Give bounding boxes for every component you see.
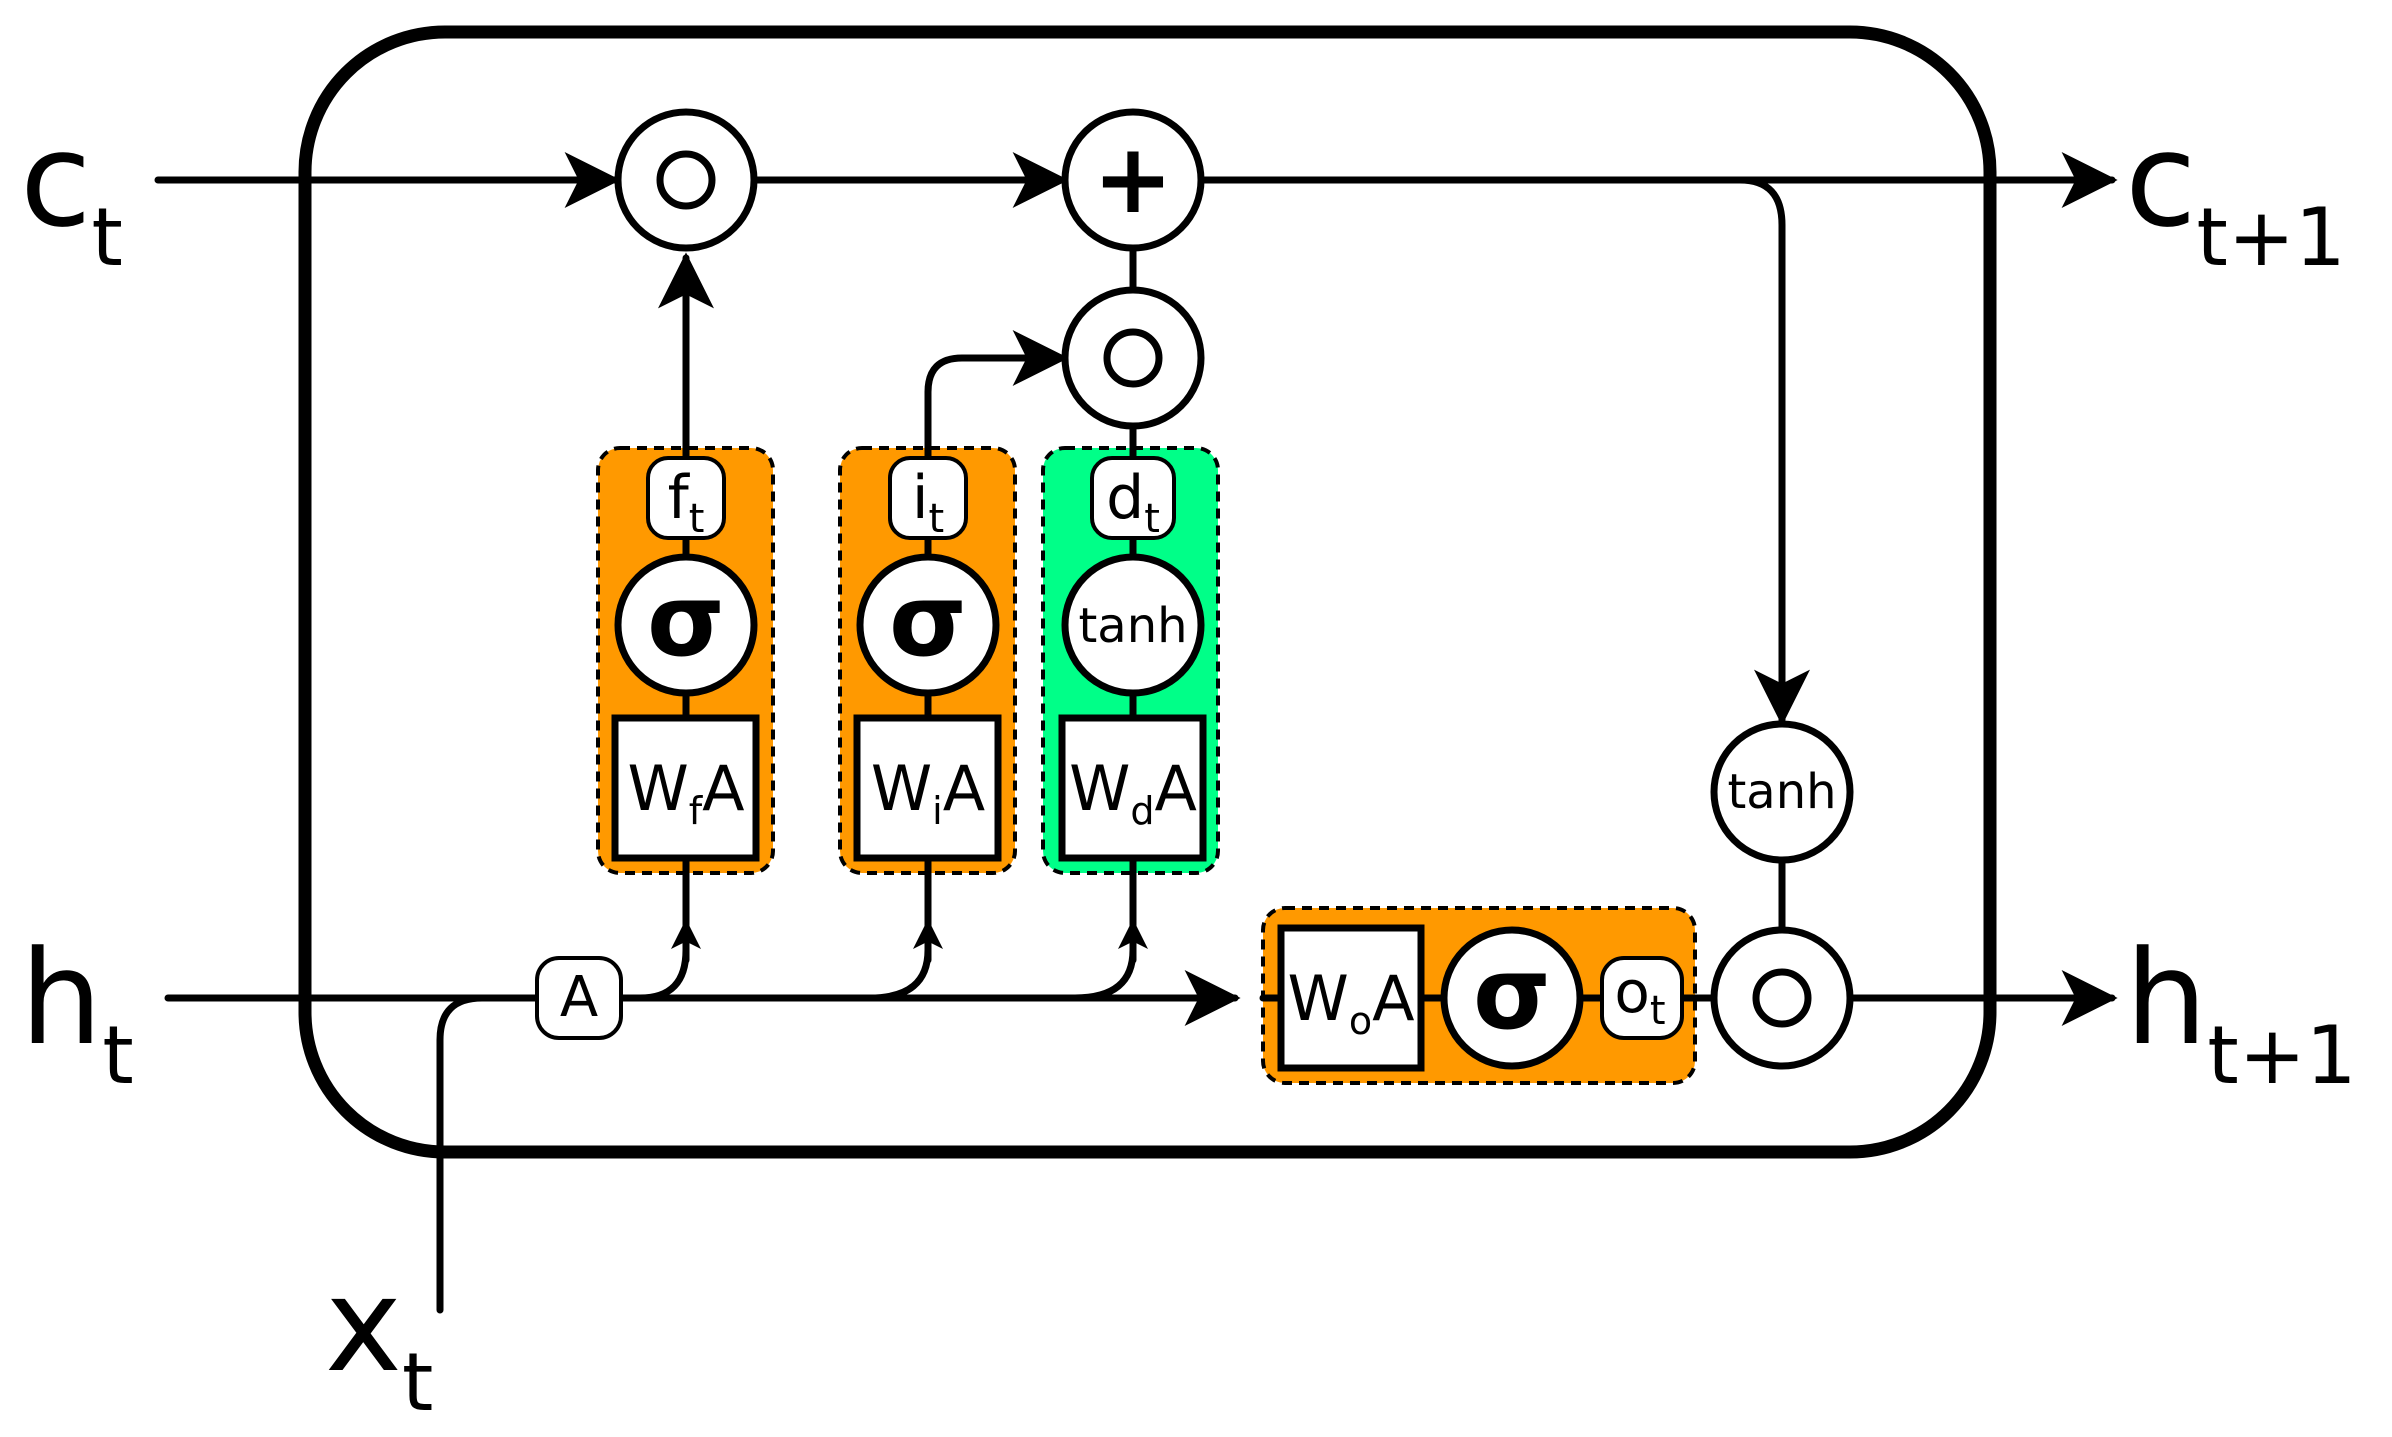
input-multiply-node <box>1061 286 1205 430</box>
input-gate-line <box>924 330 1069 964</box>
input-output-label: it <box>912 463 944 542</box>
hadamard-icon <box>1103 328 1163 388</box>
candidate-tanh-label: tanh <box>1078 598 1187 654</box>
forget-output-label: ft <box>668 463 705 542</box>
x-in-label: xt <box>325 1249 433 1429</box>
hadamard-icon <box>1752 968 1812 1028</box>
cell-boundary <box>298 25 1997 1159</box>
plus-symbol: + <box>1093 123 1173 235</box>
c-to-tanh-line <box>1736 176 1810 726</box>
branch-input <box>866 918 943 1002</box>
output-weight-label: WoA <box>1288 962 1415 1043</box>
output-multiply-node <box>1710 926 1854 1070</box>
output-gate: WoA σ ot <box>1277 924 1684 1072</box>
input-sigma-label: σ <box>889 562 967 679</box>
c-out-label: ct+1 <box>2125 104 2346 284</box>
c-in-label: ct <box>20 104 123 284</box>
candidate-weight-label: WdA <box>1069 752 1197 833</box>
h-in-label: ht <box>20 922 134 1102</box>
forget-multiply-node <box>614 108 758 252</box>
forget-weight-label: WfA <box>627 752 744 833</box>
forget-sigma-label: σ <box>647 562 725 679</box>
concat-label: A <box>560 965 598 1030</box>
cell-tanh-label: tanh <box>1727 764 1836 820</box>
h-out-label: ht+1 <box>2125 922 2357 1102</box>
output-sigma-label: σ <box>1473 935 1551 1052</box>
branch-forget <box>636 918 701 1002</box>
forget-gate: ft σ WfA <box>611 456 760 862</box>
plus-node: + <box>1061 108 1205 252</box>
x-in-line <box>436 994 539 1314</box>
cell-tanh-node: tanh <box>1710 720 1854 864</box>
output-output-label: ot <box>1614 958 1665 1034</box>
hadamard-icon <box>656 150 716 210</box>
candidate-gate: dt tanh WdA <box>1058 456 1207 862</box>
concat-node: A <box>535 956 623 1040</box>
input-weight-label: WiA <box>871 752 985 833</box>
branch-candidate <box>1071 918 1148 1002</box>
input-gate: it σ WiA <box>853 456 1002 862</box>
candidate-output-label: dt <box>1106 463 1160 542</box>
